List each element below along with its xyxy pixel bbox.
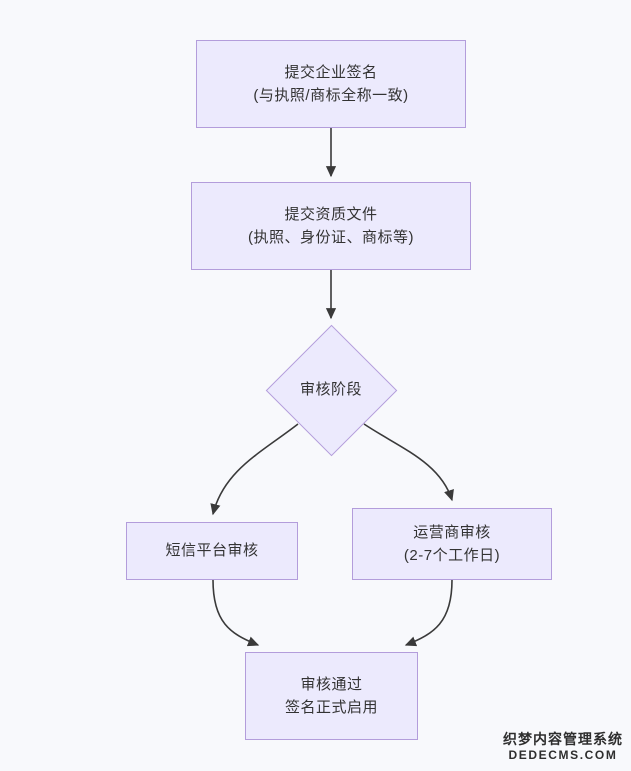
node-sms-review[interactable]: 短信平台审核 (126, 522, 298, 580)
node-label-line: (与执照/商标全称一致) (253, 87, 409, 104)
node-approved[interactable]: 审核通过 签名正式启用 (245, 652, 418, 740)
watermark: 织梦内容管理系统 DEDECMS.COM (503, 731, 623, 763)
node-submit-documents[interactable]: 提交资质文件 (执照、身份证、商标等) (191, 182, 471, 270)
node-label-line: 审核阶段 (299, 381, 362, 399)
node-label-line: 提交资质文件 (284, 205, 378, 223)
node-label-line: 短信平台审核 (165, 542, 259, 560)
watermark-cn-text: 织梦内容管理系统 (503, 731, 623, 748)
node-label-line: 审核通过 (300, 675, 363, 693)
watermark-en-text: DEDECMS.COM (508, 748, 618, 762)
node-label-line: (2-7个工作日) (403, 547, 501, 564)
edge-carrier-to-approved (404, 579, 453, 647)
node-label-line: 运营商审核 (413, 523, 491, 541)
node-review-stage[interactable]: 审核阶段 (265, 324, 397, 456)
node-submit-signature[interactable]: 提交企业签名 (与执照/商标全称一致) (196, 40, 466, 128)
node-label-line: (执照、身份证、商标等) (248, 229, 414, 246)
node-label-line: 签名正式启用 (284, 699, 378, 716)
node-carrier-review[interactable]: 运营商审核 (2-7个工作日) (352, 508, 552, 580)
node-label-line: 提交企业签名 (284, 63, 378, 81)
edge-sms-to-approved (212, 579, 260, 647)
